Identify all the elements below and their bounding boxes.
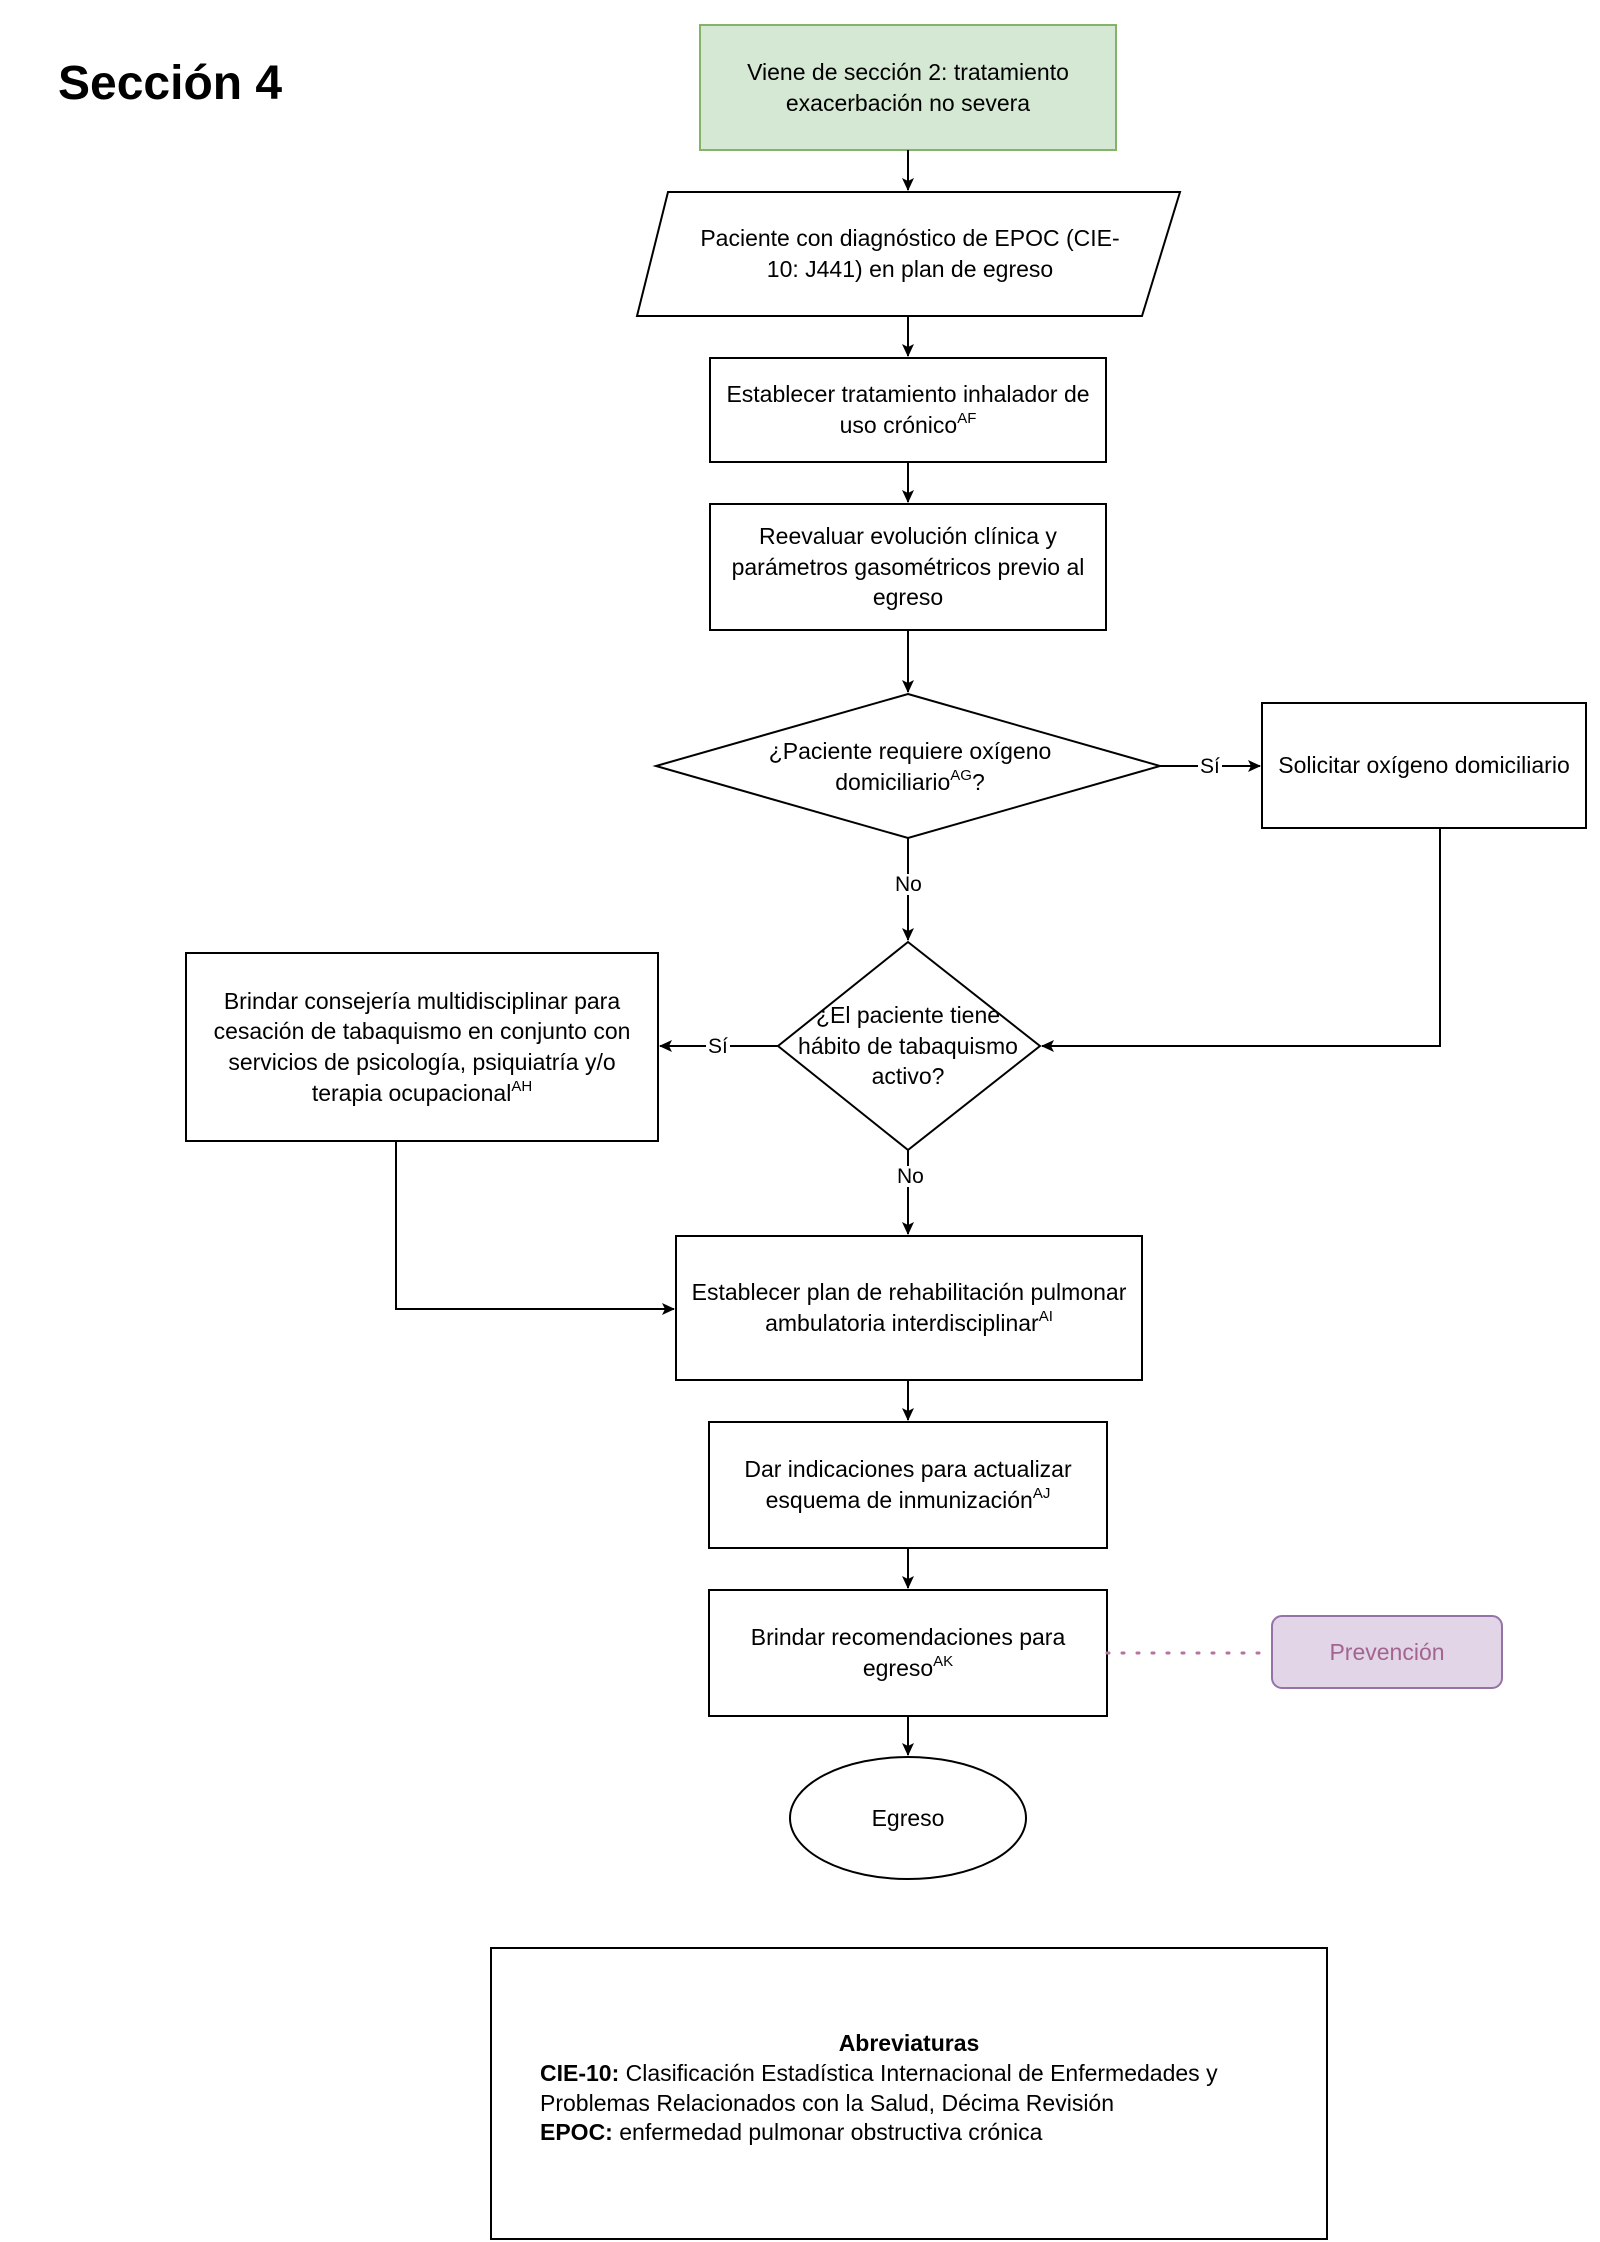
- request-oxygen-label: Solicitar oxígeno domiciliario: [1278, 752, 1570, 779]
- inhaler-text: Establecer tratamiento inhalador de uso …: [726, 381, 1090, 438]
- counseling-process-node[interactable]: Brindar consejería multidisciplinar para…: [190, 953, 654, 1141]
- abbreviations-title: Abreviaturas: [838, 2029, 980, 2056]
- inhaler-process-node[interactable]: Establecer tratamiento inhalador de uso …: [718, 358, 1098, 462]
- rehab-label: Establecer plan de rehabilitación pulmon…: [684, 1277, 1134, 1338]
- inhaler-ref: AF: [957, 410, 977, 427]
- smoking-decision-label: ¿El paciente tiene hábito de tabaquismo …: [798, 1002, 1018, 1090]
- rehab-text: Establecer plan de rehabilitación pulmon…: [691, 1279, 1127, 1336]
- oxygen-decision-suffix: ?: [971, 769, 985, 795]
- immunization-process-node[interactable]: Dar indicaciones para actualizar esquema…: [719, 1422, 1097, 1548]
- immunization-label: Dar indicaciones para actualizar esquema…: [719, 1454, 1097, 1515]
- abbreviations-box: Abreviaturas CIE-10: Clasificación Estad…: [490, 1947, 1328, 2240]
- request-oxygen-shape: [1261, 702, 1587, 829]
- recommendations-ref: AK: [933, 1653, 954, 1670]
- counseling-label: Brindar consejería multidisciplinar para…: [190, 986, 654, 1108]
- abbreviation-item: EPOC: enfermedad pulmonar obstructiva cr…: [540, 2118, 1326, 2148]
- recommendations-text: Brindar recomendaciones para egreso: [750, 1624, 1066, 1681]
- oxygen-decision-label: ¿Paciente requiere oxígeno domiciliarioA…: [760, 736, 1060, 797]
- patient-input-node[interactable]: Paciente con diagnóstico de EPOC (CIE-10…: [690, 192, 1130, 316]
- edge-label-oxygen-no: No: [893, 873, 924, 896]
- oxygen-decision-node[interactable]: ¿Paciente requiere oxígeno domiciliarioA…: [760, 722, 1060, 812]
- recommendations-process-node[interactable]: Brindar recomendaciones para egresoAK: [719, 1590, 1097, 1716]
- abbreviation-term: CIE-10:: [540, 2059, 620, 2086]
- start-node-label: Viene de sección 2: tratamiento exacerba…: [747, 58, 1069, 116]
- abbreviation-term: EPOC:: [540, 2119, 613, 2146]
- counseling-text: Brindar consejería multidisciplinar para…: [213, 987, 631, 1106]
- edge-label-smoking-no: No: [895, 1165, 926, 1188]
- reevaluate-process-shape: [709, 503, 1107, 631]
- immunization-process-shape: [708, 1421, 1108, 1549]
- abbreviation-definition: Clasificación Estadística Internacional …: [540, 2059, 1218, 2116]
- patient-input-label: Paciente con diagnóstico de EPOC (CIE-10…: [700, 225, 1120, 282]
- end-terminal-node[interactable]: Egreso: [790, 1757, 1026, 1879]
- immunization-ref: AJ: [1032, 1485, 1051, 1502]
- prevention-note[interactable]: Prevención: [1272, 1616, 1502, 1688]
- start-node-shape: [699, 24, 1117, 151]
- abbreviation-item: CIE-10: Clasificación Estadística Intern…: [540, 2059, 1326, 2119]
- end-terminal-shape: [789, 1756, 1027, 1880]
- edge-counseling-to-rehab: [395, 1141, 675, 1315]
- recommendations-label: Brindar recomendaciones para egresoAK: [719, 1622, 1097, 1683]
- inhaler-label: Establecer tratamiento inhalador de uso …: [718, 379, 1098, 440]
- rehab-process-node[interactable]: Establecer plan de rehabilitación pulmon…: [684, 1236, 1134, 1380]
- reevaluate-process-node[interactable]: Reevaluar evolución clínica y parámetros…: [714, 504, 1102, 630]
- oxygen-decision-ref: AG: [950, 767, 972, 784]
- rehab-ref: AI: [1038, 1308, 1053, 1325]
- start-node[interactable]: Viene de sección 2: tratamiento exacerba…: [716, 25, 1100, 150]
- edge-label-smoking-yes: Sí: [706, 1035, 730, 1058]
- counseling-ref: AH: [511, 1077, 533, 1095]
- rehab-process-shape: [675, 1235, 1143, 1381]
- counseling-process-shape: [185, 952, 659, 1142]
- recommendations-process-shape: [708, 1589, 1108, 1717]
- prevention-note-shape: [1271, 1615, 1503, 1689]
- reevaluate-label: Reevaluar evolución clínica y parámetros…: [731, 523, 1085, 611]
- end-label: Egreso: [871, 1804, 945, 1831]
- edge-request-oxygen-to-smoking: [1041, 828, 1441, 1052]
- oxygen-decision-text: ¿Paciente requiere oxígeno domiciliario: [768, 738, 1052, 795]
- patient-input-shape: [635, 191, 1182, 317]
- immunization-text: Dar indicaciones para actualizar esquema…: [744, 1456, 1072, 1513]
- abbreviation-definition: enfermedad pulmonar obstructiva crónica: [619, 2119, 1043, 2146]
- request-oxygen-node[interactable]: Solicitar oxígeno domiciliario: [1262, 703, 1586, 828]
- section-title: Sección 4: [58, 57, 283, 110]
- smoking-decision-node[interactable]: ¿El paciente tiene hábito de tabaquismo …: [786, 994, 1030, 1098]
- edge-label-oxygen-yes: Sí: [1198, 755, 1222, 778]
- prevention-label: Prevención: [1329, 1638, 1445, 1665]
